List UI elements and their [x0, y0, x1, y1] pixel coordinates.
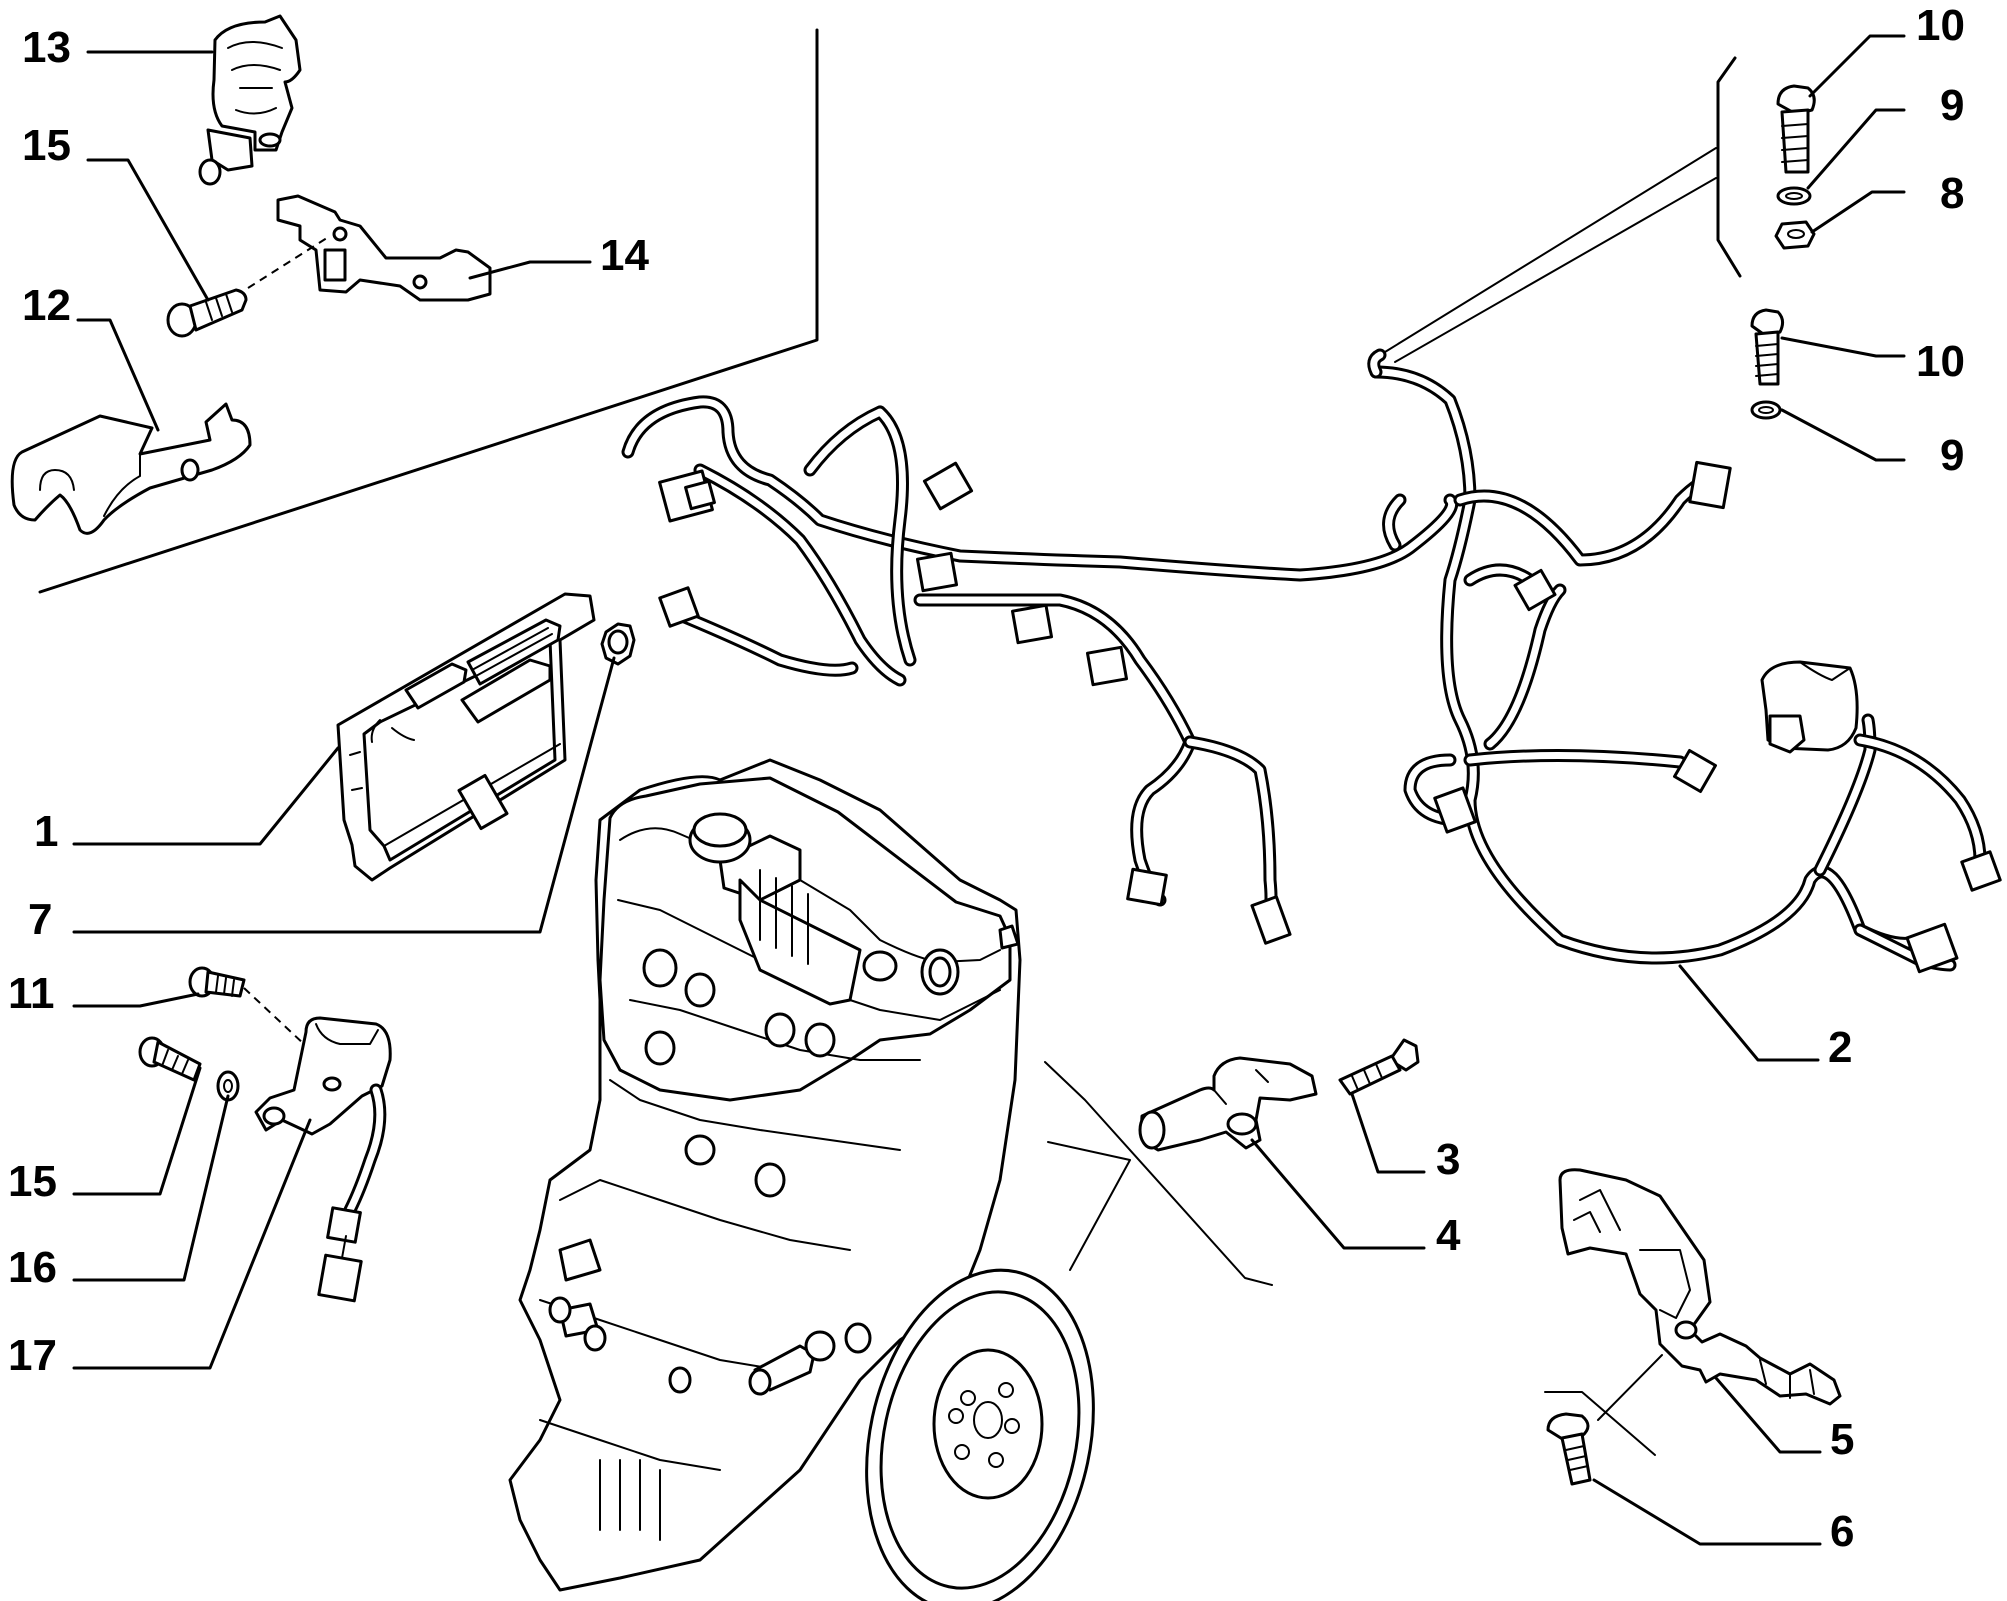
bracket-14: [276, 194, 492, 302]
harness-connector: [658, 460, 2002, 974]
nut-7: [600, 622, 636, 666]
bolt-6: [1546, 1412, 1592, 1486]
bracket-12: [10, 402, 252, 535]
leader-dashed: [243, 987, 307, 1047]
callout-7: 7: [28, 895, 52, 944]
wiring-harness-2: [621, 348, 2002, 974]
flywheel: [865, 1268, 1095, 1601]
screw-15-lower: [138, 1036, 202, 1082]
bracket-5: [1558, 1168, 1842, 1406]
callout-5: 5: [1830, 1415, 1854, 1464]
callout-6: 6: [1830, 1507, 1854, 1556]
callout-11: 11: [8, 969, 55, 1018]
callout-14: 14: [600, 231, 649, 280]
callout-9-upper: 9: [1940, 81, 1964, 130]
screw-11: [188, 966, 246, 998]
callout-2: 2: [1828, 1023, 1852, 1072]
screw-15-upper: [166, 288, 248, 338]
callout-13: 13: [22, 23, 71, 72]
callout-1: 1: [34, 807, 58, 856]
leader-dashed: [247, 235, 331, 289]
engine-block: [508, 758, 1022, 1592]
washer-9-lower: [1750, 400, 1782, 420]
callout-17: 17: [8, 1331, 57, 1380]
sensor-4: [1138, 1056, 1318, 1152]
callout-15-upper: 15: [22, 121, 71, 170]
callout-8: 8: [1940, 169, 1964, 218]
bolt-3: [1338, 1038, 1420, 1096]
clip-holder-13: [198, 14, 302, 186]
bolt-10-lower: [1750, 308, 1785, 386]
bolt-10-upper: [1776, 84, 1816, 174]
callout-9-lower: 9: [1940, 431, 1964, 480]
callout-leaders: [72, 34, 1906, 1546]
callout-4: 4: [1436, 1211, 1461, 1260]
callout-10-upper: 10: [1916, 1, 1965, 50]
callout-12: 12: [22, 281, 71, 330]
callout-labels: 13 15 14 12 10 9 8 10 9 1 7 11 15 16 17 …: [8, 1, 1965, 1556]
callout-16: 16: [8, 1243, 57, 1292]
sensor-17: [254, 1016, 392, 1303]
washer-9-upper: [1776, 186, 1812, 206]
callout-10-lower: 10: [1916, 337, 1965, 386]
ecu-1: [336, 592, 596, 882]
callout-3: 3: [1436, 1135, 1460, 1184]
nut-8: [1774, 220, 1816, 250]
section-divider: [38, 28, 1742, 1456]
callout-15-lower: 15: [8, 1157, 57, 1206]
